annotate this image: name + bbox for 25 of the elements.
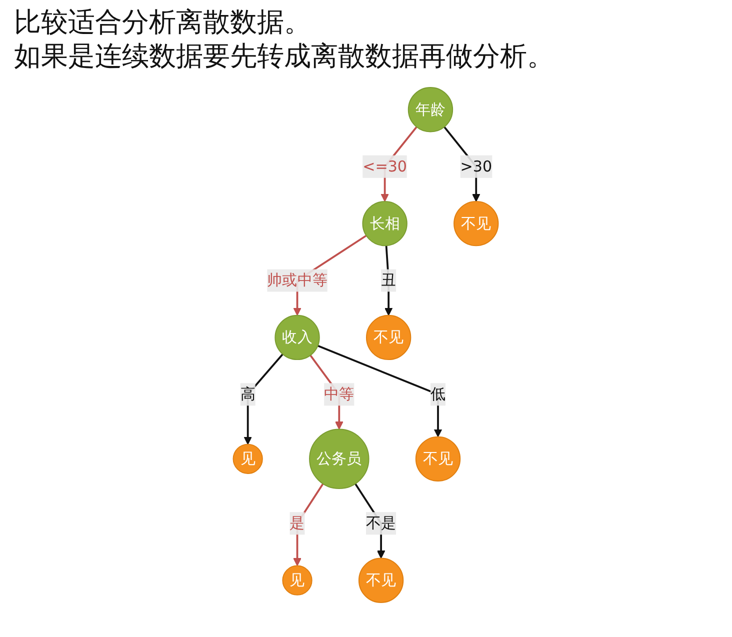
node-circle: 见	[282, 565, 313, 596]
edge-label: 中等	[324, 385, 354, 403]
edge-label: 低	[430, 385, 446, 403]
node-circle: 年龄	[408, 87, 454, 132]
node-circle: 公务员	[309, 428, 370, 490]
node-circle: 不见	[454, 200, 499, 246]
node-circle: 见	[233, 444, 264, 474]
arrow	[384, 246, 393, 316]
heading-text: 如果是连续数据要先转成离散数据再做分析。	[14, 40, 555, 74]
node-circle: 收入	[274, 314, 320, 360]
edge-label: 不是	[366, 514, 396, 532]
edge-label: >30	[460, 157, 492, 176]
arrow	[318, 344, 442, 438]
edge-label: 丑	[381, 271, 396, 289]
arrow	[293, 483, 324, 566]
heading-text: 比较适合分析离散数据。	[14, 6, 312, 40]
node-circle: 不见	[366, 314, 412, 360]
edge-label: <=30	[362, 157, 408, 176]
node-circle: 不见	[358, 558, 404, 603]
node-circle: 长相	[362, 200, 408, 246]
edge-label: 帅或中等	[267, 271, 328, 289]
arrow	[244, 354, 284, 445]
edge-label: 高	[240, 385, 256, 403]
node-circle: 不见	[416, 436, 461, 482]
edge-label: 是	[290, 514, 306, 532]
